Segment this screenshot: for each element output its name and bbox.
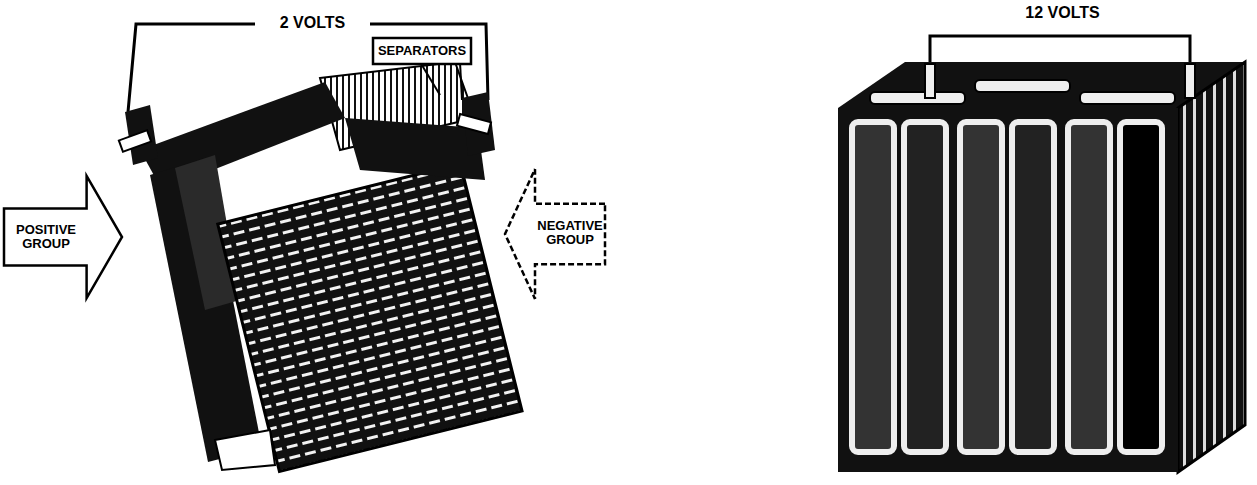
negative-plate [218, 164, 522, 472]
strap [870, 92, 965, 104]
strap [975, 80, 1070, 92]
cell [852, 122, 894, 452]
terminal [1185, 64, 1195, 98]
outline [373, 38, 471, 64]
cell [1068, 122, 1110, 452]
callout-box: SEPARATORS [373, 38, 471, 64]
cell-straps [870, 64, 1195, 104]
callout-arrow: POSITIVE GROUP [4, 172, 122, 302]
callout-arrow: NEGATIVE GROUP [505, 165, 605, 303]
cell [1120, 122, 1162, 452]
terminal [925, 64, 935, 98]
leader-line [420, 62, 440, 95]
cell [960, 122, 1002, 452]
outline [4, 176, 122, 298]
plate-foot [215, 430, 275, 470]
outline [505, 169, 605, 299]
node-text: SEPARATORS [373, 38, 471, 64]
plate-grid [218, 164, 522, 472]
voltage-label: 2 VOLTS [255, 14, 370, 32]
case-top [838, 62, 1245, 108]
node-text: NEGATIVE GROUP [535, 209, 605, 257]
cells [852, 122, 1162, 452]
case-side [1178, 62, 1245, 472]
post-clamp [457, 114, 491, 134]
cell [1012, 122, 1054, 452]
strap [1080, 92, 1175, 104]
leader-line [460, 62, 462, 100]
node-text: POSITIVE GROUP [6, 214, 86, 260]
cell [904, 122, 946, 452]
post-clamp [119, 130, 151, 152]
case-front [838, 108, 1178, 472]
voltage-label: 12 VOLTS [1005, 4, 1120, 22]
